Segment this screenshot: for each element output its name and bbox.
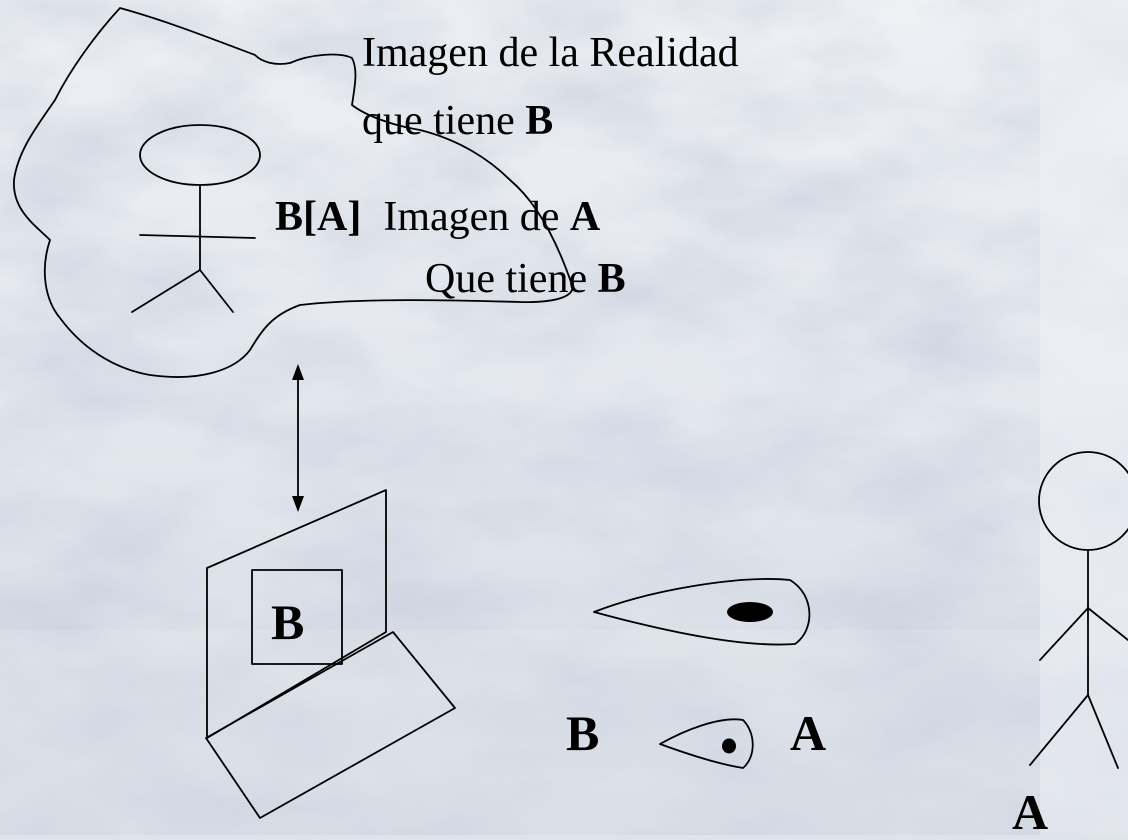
laptop-screen-label: B <box>271 594 305 650</box>
small-eye-pupil <box>722 738 736 754</box>
image-label-line1: B[A] Imagen de A <box>275 196 600 238</box>
reality-caption-line2-text: que tiene <box>362 98 526 144</box>
image-label-line2-text: Que tiene <box>425 256 598 302</box>
reality-image-blob <box>13 7 574 378</box>
image-label-line1-strong: A <box>569 194 601 240</box>
eye-left-label: B <box>566 705 600 761</box>
arrow-head-up <box>292 364 304 380</box>
large-eye-pupil <box>727 602 773 622</box>
small-eye-icon <box>659 718 754 769</box>
reality-caption-line2: que tiene B <box>362 100 553 142</box>
laptop-icon <box>205 489 456 819</box>
arrow-head-down <box>292 496 304 512</box>
reality-caption-line2-strong: B <box>525 98 554 144</box>
image-label-tag: B[A] <box>275 194 362 240</box>
reality-caption-line1: Imagen de la Realidad <box>362 30 739 76</box>
stick-figure-image-of-a <box>131 124 261 313</box>
image-label-line2: Que tiene B <box>425 258 626 300</box>
image-label-line1-text: Imagen de <box>383 194 570 240</box>
person-a-label: A <box>1012 784 1049 840</box>
large-eye-icon <box>593 578 811 646</box>
eye-right-label: A <box>790 705 827 761</box>
stick-figure-person-a <box>1029 451 1128 769</box>
image-label-line2-strong: B <box>597 256 626 302</box>
